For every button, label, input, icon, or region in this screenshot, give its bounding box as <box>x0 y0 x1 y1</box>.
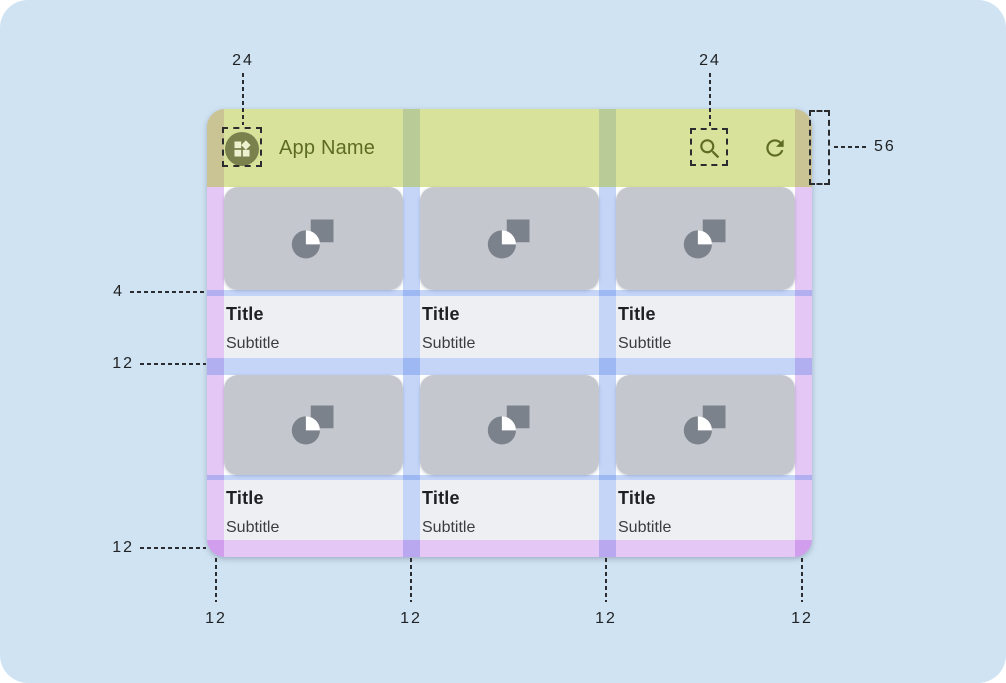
search-button[interactable] <box>697 136 723 162</box>
card-title: Title <box>422 304 460 324</box>
measurement-label-gutter-1-width: 12 <box>400 610 422 627</box>
search-icon <box>700 139 720 159</box>
image-placeholder-icon <box>291 405 333 445</box>
card-title: Title <box>226 488 264 508</box>
measurement-label-logo-size: 24 <box>232 52 254 69</box>
card-text-block: Title Subtitle <box>420 296 599 358</box>
card-image-placeholder <box>224 375 403 475</box>
card-image-placeholder <box>616 187 795 290</box>
refresh-button[interactable] <box>762 135 788 161</box>
measurement-label-image-text-gap: 4 <box>113 283 124 300</box>
card-text-block: Title Subtitle <box>616 480 795 540</box>
card-image-placeholder <box>420 375 599 475</box>
card-text-block: Title Subtitle <box>420 480 599 540</box>
card-subtitle: Subtitle <box>618 519 672 536</box>
card-text-block: Title Subtitle <box>224 296 403 358</box>
card-title: Title <box>422 488 460 508</box>
app-logo-button[interactable] <box>225 132 259 166</box>
measurement-line <box>130 291 206 293</box>
measurement-line <box>215 558 217 602</box>
card-subtitle: Subtitle <box>618 335 672 352</box>
measurement-label-row-gap: 12 <box>112 355 134 372</box>
spacer-4dp-row1 <box>207 290 812 296</box>
spacer-12dp-between-rows <box>207 358 812 375</box>
spacer-4dp-row2 <box>207 475 812 480</box>
image-placeholder-icon <box>683 219 725 258</box>
app-title: App Name <box>279 136 376 159</box>
card-subtitle: Subtitle <box>226 335 280 352</box>
measurement-line <box>140 363 206 365</box>
measurement-line <box>242 73 244 125</box>
gutter-overlay-2 <box>599 109 616 557</box>
measurement-box-logo-icon <box>222 127 262 167</box>
card-title: Title <box>226 304 264 324</box>
measurement-line <box>140 547 206 549</box>
image-placeholder-icon <box>291 219 333 258</box>
card-image-placeholder <box>616 375 795 475</box>
image-placeholder-icon <box>487 405 529 445</box>
widgets-icon <box>234 140 251 157</box>
card-subtitle: Subtitle <box>422 519 476 536</box>
appbar-highlight <box>207 109 812 187</box>
margin-overlay-left <box>207 109 224 557</box>
measurement-line <box>801 558 803 602</box>
measurement-line <box>834 146 868 148</box>
card-text-block: Title Subtitle <box>224 480 403 540</box>
image-placeholder-icon <box>683 405 725 445</box>
card-text-block: Title Subtitle <box>616 296 795 358</box>
card-image-placeholder <box>420 187 599 290</box>
gutter-overlay-1 <box>403 109 420 557</box>
measurement-box-search-icon <box>690 128 728 166</box>
app-mockup: Title Subtitle Title Subtitle <box>207 109 812 557</box>
measurement-label-bottom-margin: 12 <box>112 539 134 556</box>
measurement-line <box>605 558 607 602</box>
measurement-label-search-size: 24 <box>699 52 721 69</box>
measurement-label-right-margin-width: 12 <box>791 610 813 627</box>
image-placeholder-icon <box>487 219 529 258</box>
measurement-label-left-margin-width: 12 <box>205 610 227 627</box>
card-image-placeholder <box>224 187 403 290</box>
measurement-bracket-appbar-height <box>809 110 830 185</box>
card-subtitle: Subtitle <box>226 519 280 536</box>
card-subtitle: Subtitle <box>422 335 476 352</box>
margin-overlay-bottom <box>207 540 812 557</box>
measurement-label-appbar-height: 56 <box>874 138 896 155</box>
measurement-line <box>410 558 412 602</box>
card-title: Title <box>618 304 656 324</box>
refresh-icon <box>766 139 784 157</box>
card-title: Title <box>618 488 656 508</box>
measurement-line <box>709 73 711 126</box>
measurement-label-gutter-2-width: 12 <box>595 610 617 627</box>
margin-overlay-right <box>795 109 812 557</box>
